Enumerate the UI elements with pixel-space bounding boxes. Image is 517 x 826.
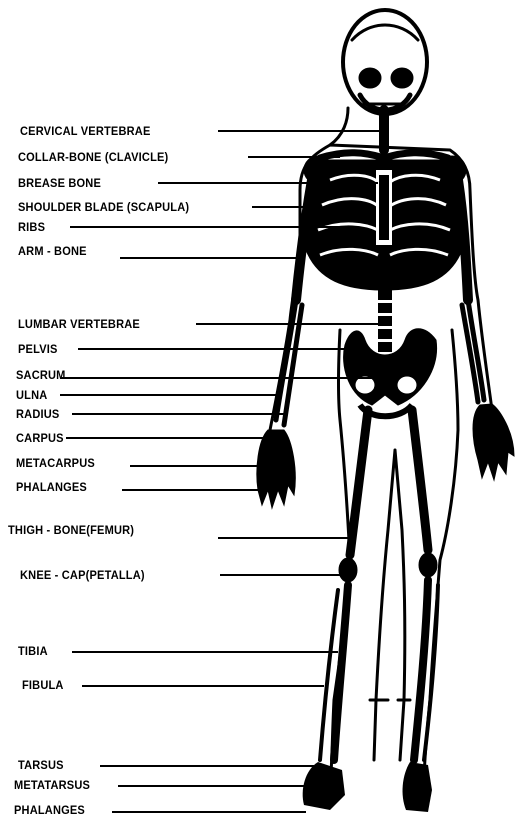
left-hand <box>257 430 295 508</box>
lumbar-spine <box>378 290 392 352</box>
label-metatarsus: METATARSUS <box>14 778 90 792</box>
label-ulna: ULNA <box>16 388 47 402</box>
label-ribs: RIBS <box>18 220 45 234</box>
label-carpus: CARPUS <box>16 431 64 445</box>
label-collar-bone: COLLAR-BONE (CLAVICLE) <box>18 150 168 164</box>
right-hand <box>473 404 514 480</box>
right-patella <box>419 553 437 577</box>
left-femur <box>350 410 368 555</box>
label-thigh-bone: THIGH - BONE(FEMUR) <box>8 523 134 537</box>
label-phalanges-hand: PHALANGES <box>16 480 87 494</box>
label-radius: RADIUS <box>16 407 59 421</box>
label-tibia: TIBIA <box>18 644 48 658</box>
label-cervical-vertebrae: CERVICAL VERTEBRAE <box>20 124 151 138</box>
label-lumbar-vertebrae: LUMBAR VERTEBRAE <box>18 317 140 331</box>
label-pelvis: PELVIS <box>18 342 58 356</box>
left-patella <box>339 558 357 582</box>
label-arm-bone: ARM - BONE <box>18 244 87 258</box>
label-metacarpus: METACARPUS <box>16 456 95 470</box>
label-shoulder-blade: SHOULDER BLADE (SCAPULA) <box>18 200 189 214</box>
label-knee-cap: KNEE - CAP(PETALLA) <box>20 568 145 582</box>
right-femur <box>412 410 428 550</box>
label-tarsus: TARSUS <box>18 758 64 772</box>
label-fibula: FIBULA <box>22 678 64 692</box>
pelvis <box>344 329 437 417</box>
label-breast-bone: BREASE BONE <box>18 176 101 190</box>
right-humerus <box>458 180 468 300</box>
label-sacrum: SACRUM <box>16 368 66 382</box>
label-phalanges-foot: PHALANGES <box>14 803 85 817</box>
right-foot <box>403 762 432 812</box>
